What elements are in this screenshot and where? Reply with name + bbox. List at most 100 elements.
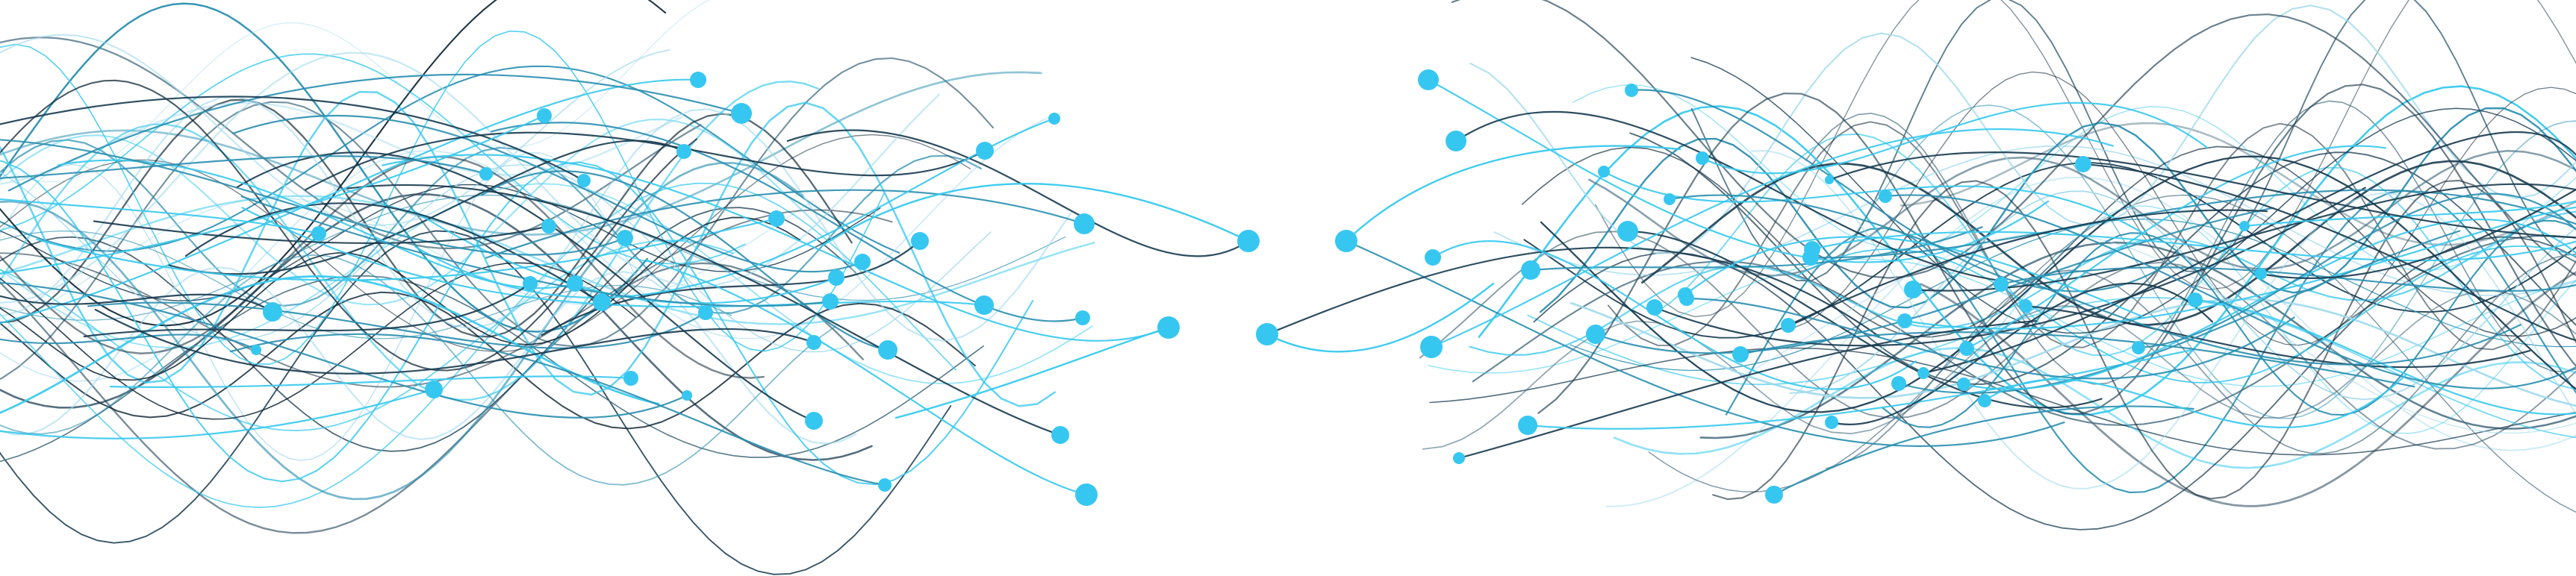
wave-line (1750, 150, 2576, 489)
wave-line (7, 73, 743, 192)
wave-line (1594, 207, 2274, 354)
wave-line (1983, 373, 2407, 429)
node-dot (1994, 277, 2009, 292)
wave-line (1900, 122, 2576, 246)
wave-line (0, 183, 1093, 385)
node-dot (2132, 341, 2145, 354)
node-dot (577, 174, 591, 187)
wave-line (1345, 145, 1681, 242)
wave-line (0, 71, 1042, 236)
wave-line (1529, 226, 1983, 272)
wave-line (0, 230, 952, 575)
node-dot (682, 390, 692, 401)
wave-line (1787, 209, 2268, 327)
wave-line (0, 216, 801, 381)
wave-line (645, 259, 1088, 496)
node-dot (1521, 260, 1540, 280)
wave-line (0, 198, 320, 235)
wave-line (0, 334, 258, 351)
wave-line (1455, 110, 1997, 281)
node-dot (698, 305, 713, 320)
wave-line (1911, 205, 2576, 434)
node-dot (1237, 230, 1260, 252)
wave-line (0, 139, 626, 256)
wave-line (1539, 107, 2576, 313)
node-dot (1446, 131, 1466, 151)
node-dot (2255, 268, 2267, 280)
wave-line (481, 170, 889, 351)
wave-line (786, 129, 1250, 257)
wave-line (36, 217, 778, 281)
node-dot (1418, 69, 1439, 90)
wave-line (491, 122, 1084, 322)
wave-line (820, 182, 1250, 248)
wave-line (0, 30, 886, 365)
node-dot (1425, 249, 1441, 266)
node-dot (806, 335, 821, 350)
wave-line (0, 388, 435, 439)
node-dot (537, 108, 552, 123)
node-dot (1646, 299, 1663, 316)
node-dot (541, 219, 556, 234)
node-dot (1625, 84, 1638, 97)
wave-line (1605, 176, 2576, 507)
node-dot (1420, 336, 1443, 358)
wave-line (1911, 183, 2576, 292)
wave-line (0, 78, 700, 325)
node-dot (676, 144, 691, 159)
wave-line (1828, 151, 2576, 239)
wave-line (1830, 282, 2213, 425)
wave-line (0, 195, 1095, 325)
wave-line (57, 159, 576, 289)
node-dot (878, 340, 897, 360)
node-dot (1048, 113, 1060, 125)
wave-line (1811, 231, 2576, 262)
node-dot (1732, 346, 1749, 363)
wave-line (0, 161, 804, 501)
node-dot (311, 226, 326, 241)
wave-line (0, 114, 546, 275)
node-dot (1075, 310, 1090, 325)
wave-line (1897, 230, 2461, 394)
wave-line (1478, 85, 2576, 416)
node-dot (479, 167, 493, 181)
wave-line (1882, 219, 2576, 428)
wave-line (1668, 194, 2521, 366)
node-dot (1765, 486, 1783, 504)
node-dot (1957, 378, 1970, 391)
wave-line (0, 37, 702, 250)
wave-line (2259, 188, 2576, 279)
right-wave-bundle (1256, 0, 2576, 530)
node-dot (690, 72, 706, 88)
node-dot (1518, 416, 1537, 435)
wave-line (0, 2, 649, 333)
wave-line (1526, 349, 2191, 430)
node-dot (1664, 193, 1676, 205)
wave-line (1685, 297, 2295, 380)
wave-line (0, 160, 1034, 486)
right-node-dots (1256, 69, 2267, 504)
wave-line (1796, 245, 2576, 384)
wave-line (1725, 190, 2576, 494)
node-dot (974, 295, 994, 315)
node-dot (425, 381, 443, 398)
wave-line (0, 155, 765, 379)
node-dot (1891, 376, 1906, 391)
wave-line (0, 79, 697, 372)
wave-line (0, 207, 856, 452)
wave-line (184, 202, 603, 304)
wave-line (0, 155, 488, 179)
wave-line (2137, 192, 2576, 349)
node-dot (2188, 292, 2203, 307)
node-dot (1256, 323, 1278, 345)
wave-line (83, 282, 532, 338)
wave-line (168, 140, 685, 275)
node-dot (1897, 313, 1912, 328)
wave-line (235, 151, 815, 422)
wave-line (1699, 241, 2576, 439)
wave-line (1527, 296, 2576, 439)
node-dot (1825, 175, 1834, 184)
left-node-dots (251, 72, 1260, 506)
